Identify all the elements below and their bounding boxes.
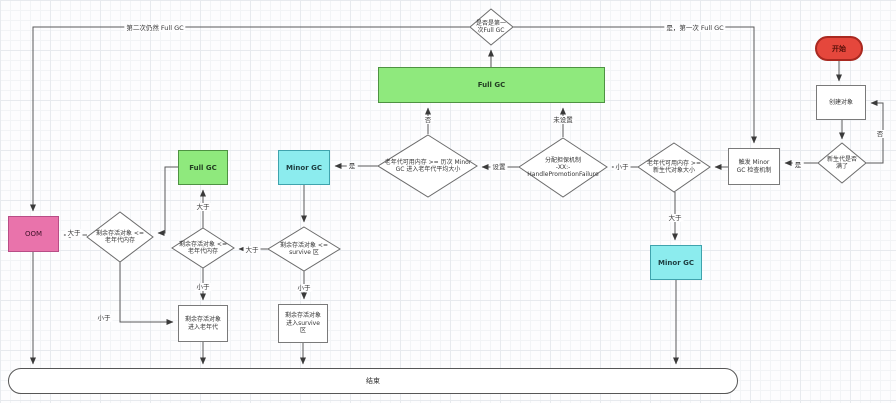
diamond-survivors-vs-oldgen-mid	[171, 227, 235, 269]
edge-label-less-to-oldgen: 小于	[194, 283, 212, 291]
edge-label-not-set: 未设置	[551, 116, 575, 124]
diamond-oldgen-vs-history	[377, 134, 478, 198]
label-oldgen-vs-history: 老年代可用内存 >= 历次 Minor GC 进入老年代平均大小	[384, 159, 472, 173]
edge-firstfullgc-yes-trigger	[513, 26, 757, 144]
label-oldgen-vs-younggen: 老年代可用内存 >= 新生代对象大小	[647, 160, 701, 174]
edge-label-no-loop: 否	[874, 130, 886, 138]
label-is-first-full-gc: 是否是第一 次Full GC	[475, 20, 506, 34]
node-minor-gc-right: Minor GC	[650, 245, 702, 280]
edge-label-yes-to-trigger: 是	[792, 161, 804, 169]
edge-label-set: 设置	[490, 163, 508, 171]
edge-label-yes-to-minor-left: 是	[346, 162, 358, 170]
edge-label-greater-to-mid: 大于	[243, 246, 261, 254]
node-create-object: 创建对象	[816, 85, 866, 120]
edge-label-less-to-guarantee: 小于	[613, 163, 631, 171]
edge-label-less-to-oldgen-left: 小于	[95, 314, 113, 322]
node-full-gc-small: Full GC	[178, 150, 228, 185]
edge-firstfullgc-second-oom	[30, 26, 470, 212]
edge-label-greater-to-oom: 大于	[65, 229, 83, 237]
diamond-is-first-full-gc	[469, 8, 514, 46]
edge-label-no-to-full-gc: 否	[422, 116, 434, 124]
label-survivors-vs-oldgen-left: 剩余存活对象 <= 老年代内存	[96, 230, 144, 244]
diamond-promotion-guarantee	[518, 137, 608, 198]
node-start: 开始	[815, 36, 863, 61]
label-promotion-guarantee: 分配担保机制 -XX:- HandlePromotionFailure	[527, 156, 599, 178]
diamond-survivors-vs-survive	[267, 226, 341, 272]
diamond-young-gen-full	[817, 142, 867, 184]
node-oom: OOM	[8, 216, 59, 252]
edge-label-greater-to-full-gc: 大于	[194, 203, 212, 211]
label-survivors-vs-survive: 剩余存活对象 <= survive 区	[280, 242, 328, 256]
label-young-gen-full: 新生代是否 满了	[826, 156, 857, 170]
node-enter-survive: 剩余存活对象 进入survive 区	[278, 304, 328, 343]
node-end: 结束	[8, 368, 738, 394]
label-survivors-vs-oldgen-mid: 剩余存活对象 <= 老年代内存	[179, 241, 227, 255]
diamond-oldgen-vs-younggen	[637, 142, 711, 193]
edge-label-less-to-survive: 小于	[295, 284, 313, 292]
edge-fullgcsmall-leftcheck	[157, 166, 178, 236]
edge-label-yes-first-full-gc: 是，第一次 Full GC	[664, 24, 726, 32]
node-trigger-minor-check: 触发 Minor GC 检查机制	[728, 148, 780, 185]
node-enter-oldgen: 剩余存活对象 进入老年代	[178, 305, 228, 342]
diamond-survivors-vs-oldgen-left	[86, 211, 154, 263]
edge-leftcheck-less-enteroldgen	[119, 262, 174, 325]
node-minor-gc-left: Minor GC	[278, 150, 330, 185]
edge-label-greater-to-minor: 大于	[666, 214, 684, 222]
edge-label-second-full-gc: 第二次仍然 Full GC	[124, 24, 186, 32]
node-full-gc-main: Full GC	[378, 67, 605, 103]
